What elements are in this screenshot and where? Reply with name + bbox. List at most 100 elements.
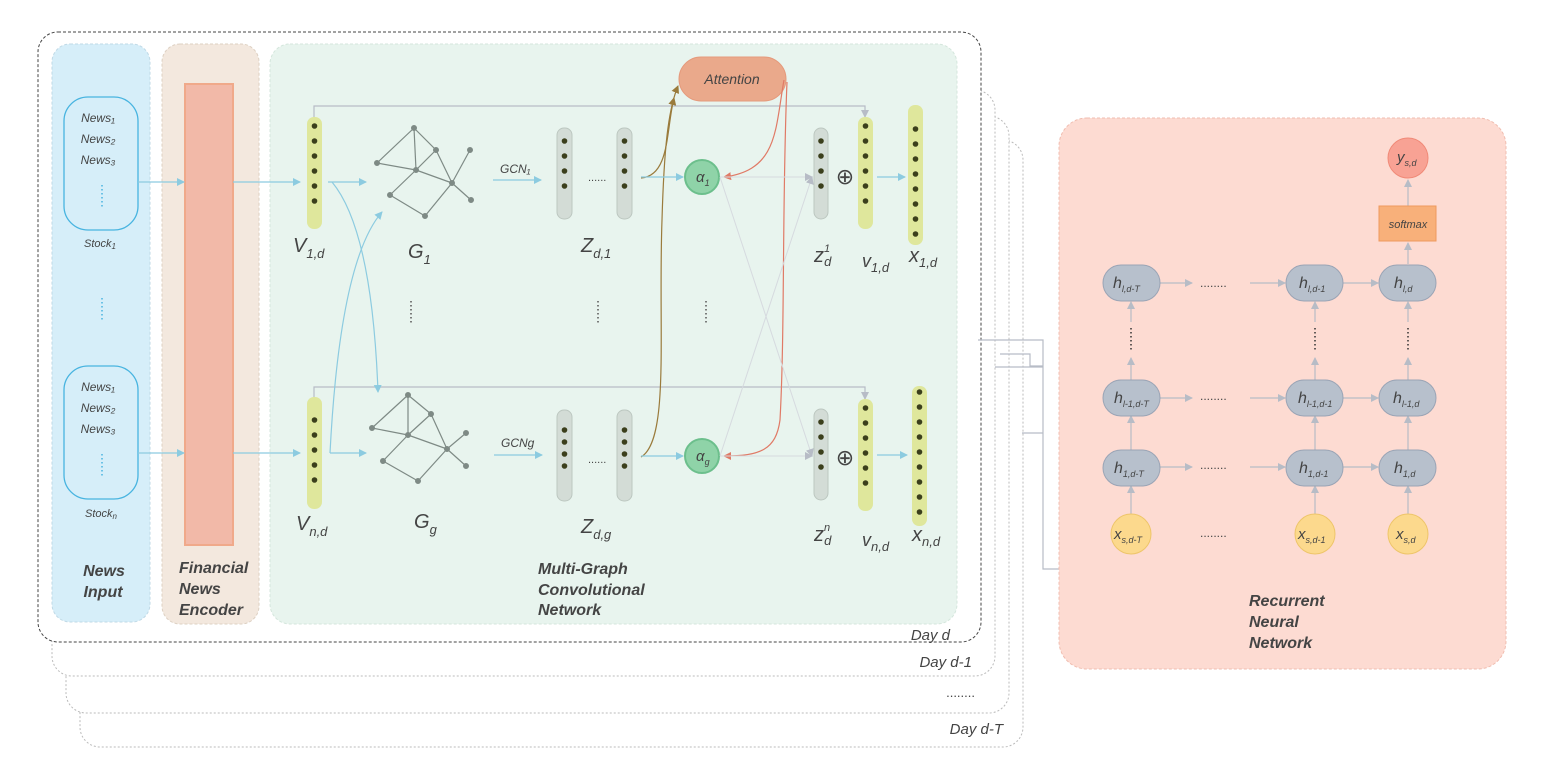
- vnd-out-vector: [858, 399, 873, 511]
- x1d-vector: [908, 105, 923, 245]
- alpha-g-node: [684, 438, 720, 474]
- news-input-title-1: News: [83, 563, 125, 580]
- news-input-panel: [51, 43, 151, 623]
- encoder-title-3: Encoder: [179, 602, 244, 619]
- zdg-vectors: [556, 409, 633, 502]
- graph-gg: [369, 392, 470, 485]
- rnn-title-3: Network: [1249, 635, 1313, 652]
- h-top-1: hl,d-T: [1113, 275, 1141, 294]
- news-input-title-2: Input: [83, 584, 123, 601]
- z-to-alpha: [641, 173, 684, 460]
- v-to-graph-arrows: [328, 178, 383, 457]
- h-bot-1: h1,d-T: [1114, 460, 1145, 479]
- rnn-inputs: xs,d-T xs,d-1 xs,d: [1110, 513, 1429, 555]
- h-mid-3: hl-1,d: [1393, 390, 1420, 409]
- stock-n-news-1: News₁: [81, 380, 115, 394]
- rnn-row-bot: h1,d-T h1,d-1 h1,d: [1102, 449, 1437, 487]
- stock-1-news-1: News₁: [81, 111, 115, 125]
- rnn-title-2: Neural: [1249, 614, 1299, 631]
- rnn-row-top: hl,d-T hl,d-1 hl,d: [1102, 264, 1437, 302]
- stock-n-group: News₁ News₂ News₃ Stockn: [63, 365, 139, 521]
- encoder-title-1: Financial: [179, 560, 249, 577]
- zd1-label: Zd,1: [580, 235, 611, 261]
- softmax-label: softmax: [1389, 219, 1428, 231]
- xnd-label: xn,d: [911, 524, 941, 549]
- vnd-label: Vn,d: [296, 513, 328, 539]
- rnn-row-mid: hl-1,d-T hl-1,d-1 hl-1,d: [1102, 379, 1437, 417]
- attention-label: Attention: [703, 71, 759, 87]
- vnd-out-label: vn,d: [862, 530, 890, 554]
- zd1-vectors: [556, 127, 633, 220]
- day-d-1-label: Day d-1: [919, 654, 972, 671]
- attention-box: [678, 56, 787, 102]
- x-input-3: xs,d: [1395, 526, 1417, 545]
- day-dots-label: ........: [946, 685, 975, 700]
- z1d-vector: [813, 127, 829, 220]
- g1-label: G1: [408, 241, 431, 267]
- encoder-bar: [184, 83, 234, 546]
- stock-1-label: Stock1: [84, 238, 116, 251]
- alpha-1-label: α1: [696, 169, 710, 188]
- rnn-top-dots: ........: [1200, 276, 1227, 290]
- stock-n-box: [63, 365, 139, 500]
- gcn-arrows: [493, 176, 543, 459]
- stock-n-news-3: News₃: [81, 422, 116, 436]
- rnn-vertical-ellipses: [1130, 328, 1409, 352]
- stock-1-box: [63, 96, 139, 231]
- h-mid-1: hl-1,d-T: [1114, 390, 1150, 409]
- rnn-mid-dots: ........: [1200, 389, 1227, 403]
- stock-1-news-3: News₃: [81, 153, 116, 167]
- h-top-3: hl,d: [1394, 275, 1413, 294]
- v1d-out-vector: [858, 117, 873, 229]
- graph-g1: [374, 124, 475, 220]
- h-top-2: hl,d-1: [1299, 275, 1325, 294]
- rnn-bot-dots: ........: [1200, 458, 1227, 472]
- output-label: ys,d: [1396, 149, 1418, 168]
- zdg-label: Zd,g: [580, 516, 612, 542]
- vnd-vector: [307, 397, 322, 509]
- day-d-T-label: Day d-T: [950, 721, 1005, 738]
- zd1-dots: ......: [588, 172, 606, 184]
- alpha-g-label: αg: [696, 448, 710, 467]
- gg-label: Gg: [414, 511, 438, 537]
- mgcn-title-1: Multi-Graph: [538, 561, 628, 578]
- x-input-2: xs,d-1: [1297, 526, 1326, 545]
- x-input-1: xs,d-T: [1113, 526, 1144, 545]
- mgcn-title-2: Convolutional: [538, 582, 645, 599]
- softmax-box: [1378, 205, 1437, 242]
- zdg-dots: ......: [588, 454, 606, 466]
- xnd-vector: [912, 386, 927, 526]
- x1d-label: x1,d: [908, 245, 938, 270]
- concat-n-icon: ⊕: [836, 445, 854, 470]
- alpha-1-node: [684, 159, 720, 195]
- skip-connections: [313, 105, 869, 400]
- mgcn-title-3: Network: [538, 602, 602, 619]
- rnn-input-dots: ........: [1200, 526, 1227, 540]
- encoder-title-2: News: [179, 581, 221, 598]
- z-to-attention: [640, 85, 680, 458]
- v1d-out-label: v1,d: [862, 251, 890, 275]
- stock-n-news-2: News₂: [81, 401, 116, 415]
- h-mid-2: hl-1,d-1: [1298, 390, 1332, 409]
- alpha-to-z: [719, 173, 814, 460]
- v1d-label: V1,d: [293, 235, 325, 261]
- mgcn-panel: [269, 43, 958, 625]
- h-bot-3: h1,d: [1394, 460, 1416, 479]
- concat-1-icon: ⊕: [836, 164, 854, 189]
- v1d-vector: [307, 117, 322, 229]
- output-node: [1387, 137, 1429, 179]
- h-bot-2: h1,d-1: [1299, 460, 1328, 479]
- rnn-title-1: Recurrent: [1249, 593, 1325, 610]
- v-to-x-arrows: [877, 173, 908, 459]
- stock-n-label: Stockn: [85, 508, 118, 521]
- stock-1-group: News₁ News₂ News₃ Stock1: [63, 96, 139, 251]
- gcng-label: GCNg: [501, 436, 535, 450]
- gcn1-label: GCN₁: [500, 162, 531, 176]
- input-arrows: [138, 178, 301, 457]
- day-d-label: Day d: [911, 627, 951, 644]
- znd-vector: [813, 408, 829, 501]
- stock-1-news-2: News₂: [81, 132, 116, 146]
